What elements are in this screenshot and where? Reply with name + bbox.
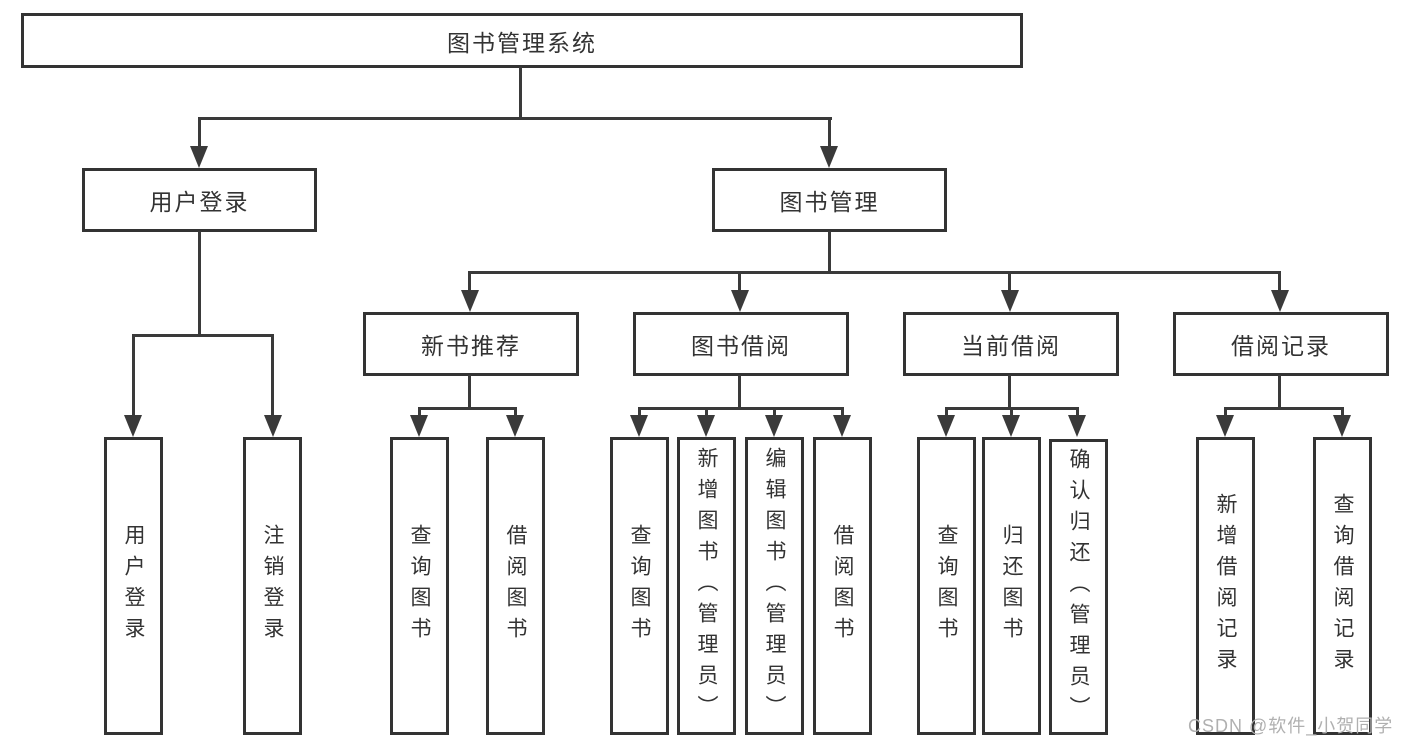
- leaf-user-login-label: 用户登录: [122, 524, 145, 648]
- leaf-confirm-return-admin-label: 确认归还（管理员）: [1067, 447, 1090, 727]
- node-book-management: 图书管理: [712, 168, 947, 232]
- leaf-query-books-borrow-label: 查询图书: [628, 524, 651, 648]
- leaf-logout-label: 注销登录: [261, 524, 284, 648]
- leaf-query-borrow-record: 查询借阅记录: [1313, 437, 1372, 735]
- node-book-borrow: 图书借阅: [633, 312, 849, 376]
- leaf-query-books-recommend: 查询图书: [390, 437, 449, 735]
- arrowhead: [1333, 415, 1351, 437]
- leaf-query-books-recommend-label: 查询图书: [408, 524, 431, 648]
- connector-line: [638, 407, 844, 410]
- leaf-add-borrow-record-label: 新增借阅记录: [1214, 493, 1237, 679]
- connector-line: [132, 334, 274, 337]
- leaf-query-borrow-record-label: 查询借阅记录: [1331, 493, 1354, 679]
- connector-line: [198, 231, 201, 337]
- connector-line: [468, 375, 471, 410]
- arrowhead: [765, 415, 783, 437]
- arrowhead: [506, 415, 524, 437]
- connector-line: [738, 375, 741, 410]
- arrowhead: [410, 415, 428, 437]
- connector-line: [1224, 407, 1227, 419]
- connector-line: [1278, 375, 1281, 410]
- leaf-add-book-admin-label: 新增图书（管理员）: [695, 446, 718, 726]
- connector-line: [468, 271, 471, 293]
- connector-line: [418, 407, 421, 419]
- connector-line: [1008, 271, 1011, 293]
- node-root: 图书管理系统: [21, 13, 1023, 68]
- connector-line: [1224, 407, 1344, 410]
- node-borrow-records: 借阅记录: [1173, 312, 1389, 376]
- leaf-add-book-admin: 新增图书（管理员）: [677, 437, 736, 735]
- node-current-borrow-label: 当前借阅: [961, 333, 1061, 359]
- leaf-return-book: 归还图书: [982, 437, 1041, 735]
- connector-line: [705, 407, 708, 419]
- node-user-login-label: 用户登录: [149, 189, 250, 215]
- leaf-user-login: 用户登录: [104, 437, 163, 735]
- connector-line: [198, 117, 832, 120]
- arrowhead: [1216, 415, 1234, 437]
- leaf-borrow-books-recommend-label: 借阅图书: [504, 524, 527, 648]
- node-borrow-records-label: 借阅记录: [1231, 333, 1331, 359]
- node-book-borrow-label: 图书借阅: [691, 333, 791, 359]
- node-user-login: 用户登录: [82, 168, 317, 232]
- leaf-query-books-current: 查询图书: [917, 437, 976, 735]
- connector-line: [945, 407, 948, 419]
- connector-line: [828, 231, 831, 274]
- arrowhead: [820, 146, 838, 168]
- arrowhead: [190, 146, 208, 168]
- leaf-borrow-books-borrow-label: 借阅图书: [831, 524, 854, 648]
- connector-line: [468, 271, 1281, 274]
- leaf-confirm-return-admin: 确认归还（管理员）: [1049, 439, 1108, 735]
- connector-line: [519, 67, 522, 120]
- connector-line: [1010, 407, 1013, 419]
- watermark: CSDN @软件_小贺同学: [1188, 716, 1394, 736]
- connector-line: [1278, 271, 1281, 293]
- leaf-return-book-label: 归还图书: [1000, 524, 1023, 648]
- arrowhead: [697, 415, 715, 437]
- connector-line: [132, 334, 135, 417]
- arrowhead: [461, 290, 479, 312]
- connector-line: [514, 407, 517, 419]
- connector-line: [271, 334, 274, 417]
- arrowhead: [937, 415, 955, 437]
- connector-line: [1076, 407, 1079, 419]
- leaf-edit-book-admin: 编辑图书（管理员）: [745, 437, 804, 735]
- connector-line: [1341, 407, 1344, 419]
- leaf-logout: 注销登录: [243, 437, 302, 735]
- connector-line: [828, 117, 831, 150]
- connector-line: [638, 407, 641, 419]
- leaf-add-borrow-record: 新增借阅记录: [1196, 437, 1255, 735]
- leaf-edit-book-admin-label: 编辑图书（管理员）: [763, 446, 786, 726]
- arrowhead: [264, 415, 282, 437]
- connector-line: [418, 407, 517, 410]
- arrowhead: [1271, 290, 1289, 312]
- leaf-query-books-borrow: 查询图书: [610, 437, 669, 735]
- arrowhead: [630, 415, 648, 437]
- connector-line: [1008, 375, 1011, 410]
- connector-line: [738, 271, 741, 293]
- arrowhead: [1001, 290, 1019, 312]
- arrowhead: [1002, 415, 1020, 437]
- node-root-label: 图书管理系统: [447, 29, 597, 56]
- leaf-borrow-books-recommend: 借阅图书: [486, 437, 545, 735]
- node-new-book-recommend: 新书推荐: [363, 312, 579, 376]
- arrowhead: [731, 290, 749, 312]
- leaf-borrow-books-borrow: 借阅图书: [813, 437, 872, 735]
- arrowhead: [833, 415, 851, 437]
- arrowhead: [124, 415, 142, 437]
- connector-line: [198, 117, 201, 150]
- node-current-borrow: 当前借阅: [903, 312, 1119, 376]
- connector-line: [841, 407, 844, 419]
- leaf-query-books-current-label: 查询图书: [935, 524, 958, 648]
- connector-line: [773, 407, 776, 419]
- node-new-book-recommend-label: 新书推荐: [421, 333, 521, 359]
- node-book-management-label: 图书管理: [779, 189, 880, 215]
- arrowhead: [1068, 415, 1086, 437]
